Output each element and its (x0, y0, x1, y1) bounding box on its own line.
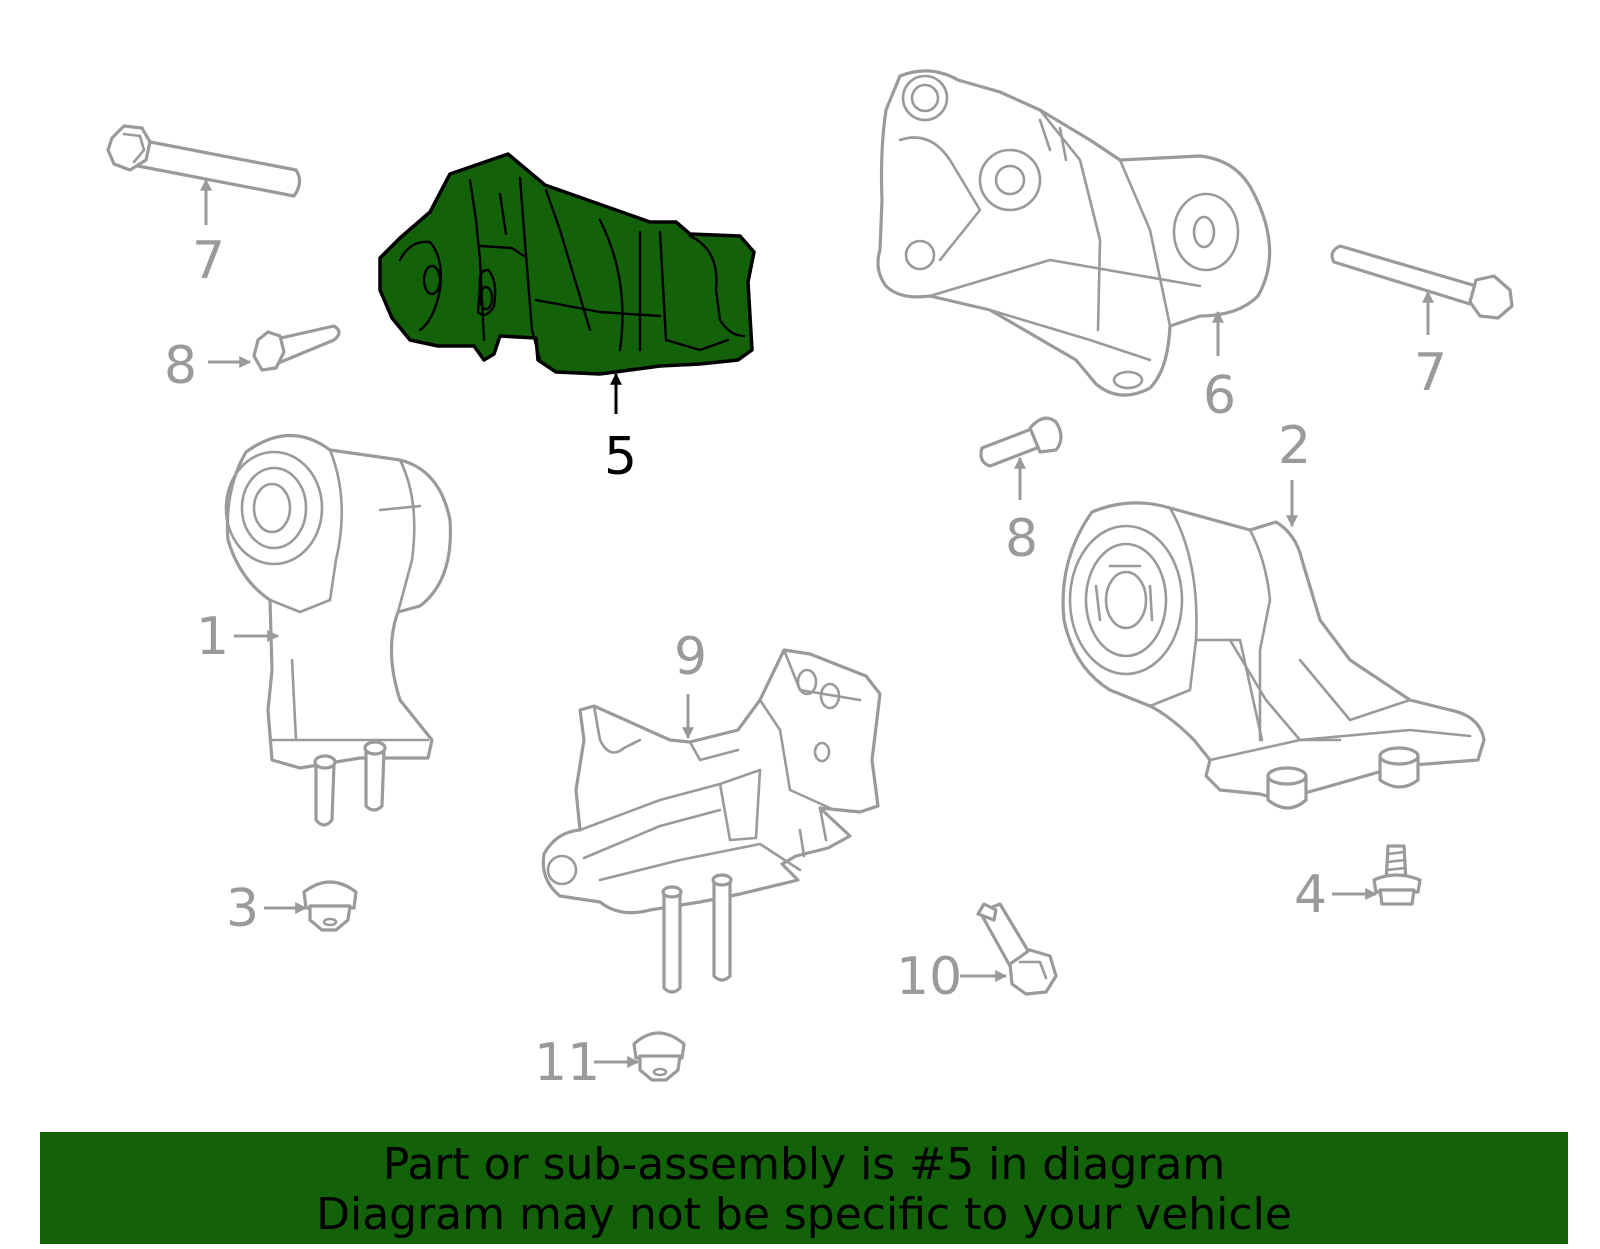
bolt-8-right (979, 416, 1063, 468)
callout-10: 10 (896, 947, 962, 1007)
parts-diagram: 7 8 5 (106, 69, 1514, 1093)
bracket-5-highlighted (378, 152, 756, 376)
callout-9: 9 (674, 627, 707, 687)
callout-11: 11 (534, 1033, 600, 1093)
callout-3: 3 (226, 879, 259, 939)
bolt-10 (976, 902, 1058, 996)
banner-line-2: Diagram may not be specific to your vehi… (316, 1189, 1292, 1240)
callout-1: 1 (196, 607, 229, 667)
callout-2: 2 (1278, 416, 1311, 476)
callout-8-right: 8 (1005, 509, 1038, 569)
nut-3 (302, 880, 358, 932)
callout-4: 4 (1294, 865, 1327, 925)
callout-8-left: 8 (164, 336, 197, 396)
banner-line-1: Part or sub-assembly is #5 in diagram (382, 1139, 1226, 1190)
bracket-6 (876, 69, 1272, 397)
callout-7-left: 7 (192, 231, 225, 291)
bolt-8-left (252, 324, 341, 372)
bolt-7-left (106, 124, 302, 198)
bolt-7-right (1330, 244, 1514, 320)
callout-6: 6 (1203, 366, 1236, 426)
notice-banner: Part or sub-assembly is #5 in diagram Di… (40, 1132, 1568, 1244)
callout-5: 5 (604, 427, 637, 487)
callout-7-right: 7 (1414, 343, 1447, 403)
engine-mount-1 (224, 433, 453, 827)
nut-11 (632, 1031, 686, 1082)
bracket-9 (541, 648, 882, 994)
engine-mount-2 (1061, 501, 1486, 810)
bolt-4 (1372, 844, 1422, 906)
